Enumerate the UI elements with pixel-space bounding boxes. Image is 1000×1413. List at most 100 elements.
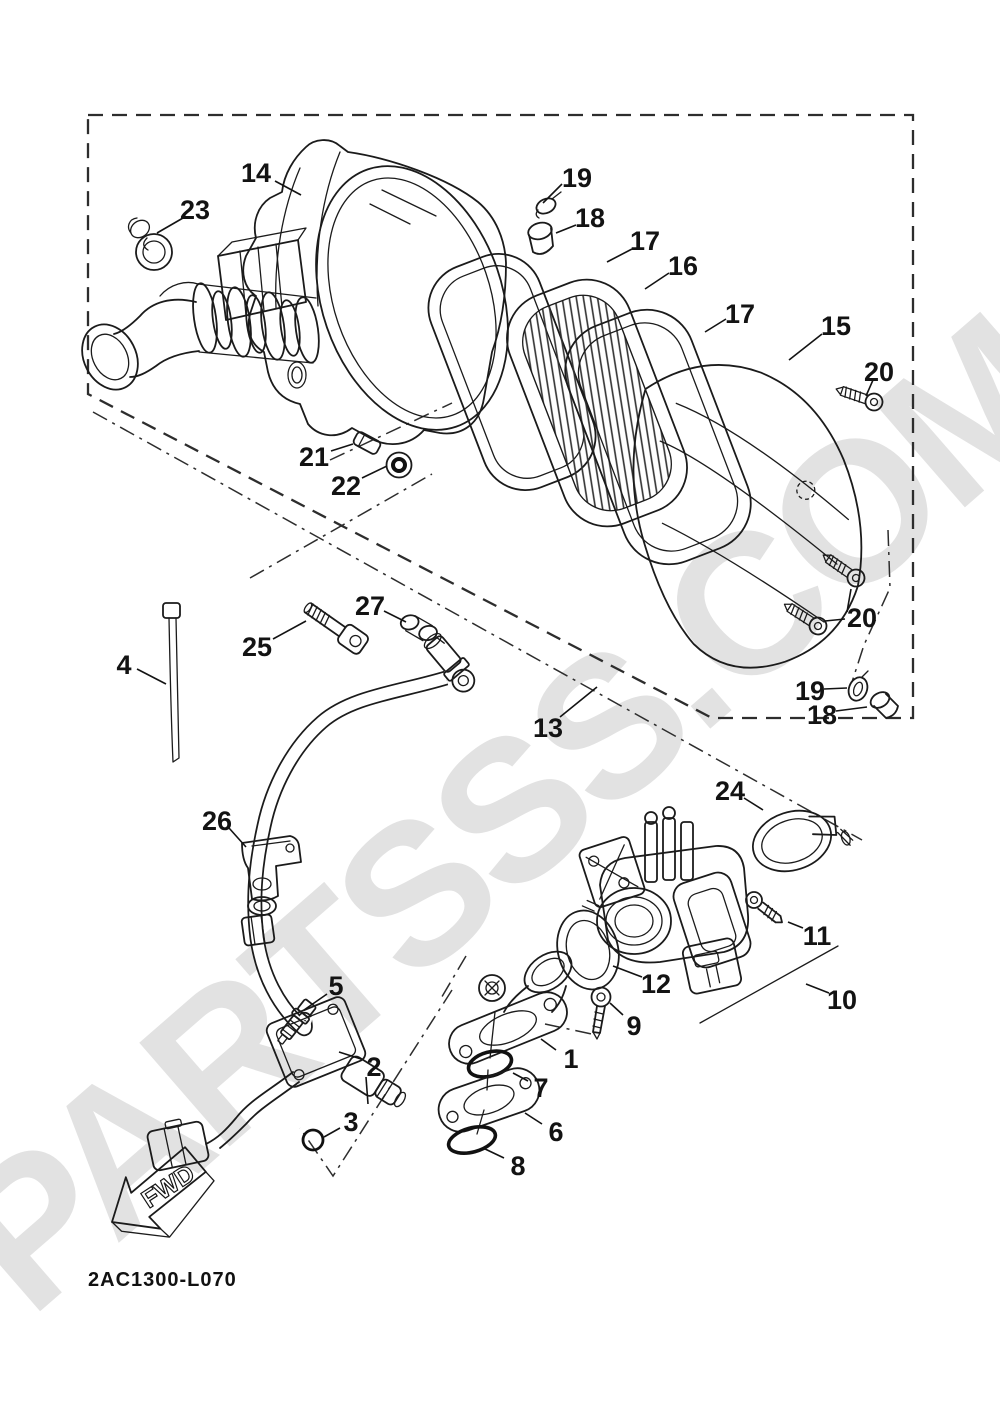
dashed-boundary-box bbox=[86, 113, 915, 720]
leader-line bbox=[835, 706, 868, 712]
callout-19: 19 bbox=[795, 676, 848, 706]
sensor-5 bbox=[277, 998, 317, 1045]
leader-line bbox=[274, 180, 302, 196]
leader-line bbox=[361, 465, 388, 479]
part-number-label: 16 bbox=[668, 251, 698, 281]
leader-line bbox=[136, 668, 167, 685]
part-number-label: 19 bbox=[562, 163, 592, 193]
part-number-label: 12 bbox=[641, 969, 671, 999]
screw-20-mid bbox=[822, 554, 866, 588]
bolt-21 bbox=[352, 431, 382, 455]
callout-9: 9 bbox=[609, 1002, 642, 1041]
leader-line bbox=[555, 224, 577, 234]
part-number-label: 4 bbox=[116, 650, 131, 680]
part-number-label: 20 bbox=[847, 603, 877, 633]
callout-20: 20 bbox=[824, 588, 877, 633]
o-ring-8 bbox=[446, 1125, 498, 1155]
leader-line bbox=[512, 1072, 529, 1082]
air-cleaner-cover-15 bbox=[632, 364, 863, 669]
callout-18: 18 bbox=[807, 700, 868, 730]
leader-line bbox=[559, 686, 598, 718]
o-ring-3 bbox=[301, 1128, 325, 1152]
callout-23: 23 bbox=[156, 195, 210, 234]
leader-line bbox=[228, 827, 247, 848]
gasket-6 bbox=[437, 1067, 541, 1133]
leader-line bbox=[330, 443, 354, 452]
cap-18-bottom bbox=[869, 691, 899, 719]
bolt-25 bbox=[303, 602, 369, 655]
callout-18: 18 bbox=[555, 203, 605, 234]
screw-20-top bbox=[835, 386, 884, 412]
callout-12: 12 bbox=[612, 965, 671, 999]
part-number-label: 9 bbox=[626, 1011, 641, 1041]
callout-19: 19 bbox=[542, 163, 592, 204]
clamp-27 bbox=[399, 614, 445, 644]
callout-26: 26 bbox=[202, 806, 247, 848]
part-number-label: 18 bbox=[575, 203, 605, 233]
seal-17-rear bbox=[564, 308, 752, 566]
leader-line bbox=[787, 921, 804, 929]
leader-line bbox=[865, 379, 874, 397]
diagram-code: 2AC1300-L070 bbox=[88, 1269, 237, 1291]
part-number-label: 15 bbox=[821, 311, 851, 341]
part-number-label: 14 bbox=[241, 158, 271, 188]
leader-line bbox=[303, 993, 328, 1011]
chain-lines bbox=[92, 402, 891, 1178]
part-number-label: 5 bbox=[328, 971, 343, 1001]
clamp-24 bbox=[752, 809, 854, 873]
callout-16: 16 bbox=[644, 251, 698, 290]
leader-line bbox=[156, 217, 184, 234]
callout-15: 15 bbox=[788, 311, 851, 361]
screw-20-low bbox=[783, 603, 828, 636]
part-number-label: 17 bbox=[725, 299, 755, 329]
callout-14: 14 bbox=[241, 158, 302, 196]
leader-line bbox=[788, 333, 823, 361]
part-number-label: 1 bbox=[563, 1044, 578, 1074]
intake-duct-bellows bbox=[81, 281, 320, 391]
callout-17: 17 bbox=[606, 226, 660, 263]
leader-line bbox=[540, 1038, 557, 1051]
screw-9 bbox=[590, 986, 612, 1040]
part-number-label: 17 bbox=[630, 226, 660, 256]
callout-17: 17 bbox=[704, 299, 755, 333]
part-number-label: 20 bbox=[864, 357, 894, 387]
part-number-label: 23 bbox=[180, 195, 210, 225]
leader-line bbox=[365, 1076, 369, 1105]
callout-10: 10 bbox=[805, 983, 857, 1015]
callout-8: 8 bbox=[482, 1147, 526, 1181]
callout-11: 11 bbox=[787, 921, 832, 951]
leader-line bbox=[805, 983, 830, 994]
leader-line bbox=[482, 1147, 505, 1159]
part-number-label: 11 bbox=[803, 921, 832, 951]
leader-line bbox=[823, 687, 848, 690]
clip-19-top bbox=[535, 191, 562, 219]
callout-22: 22 bbox=[331, 465, 388, 501]
part-number-label: 18 bbox=[807, 700, 837, 730]
part-number-label: 13 bbox=[533, 713, 563, 743]
callout-6: 6 bbox=[524, 1112, 564, 1147]
part-number-label: 24 bbox=[715, 776, 745, 806]
injector-assembly-2 bbox=[146, 996, 407, 1172]
tps-block bbox=[578, 836, 646, 908]
cap-18-top bbox=[527, 221, 554, 255]
part-number-label: 3 bbox=[343, 1107, 358, 1137]
callout-25: 25 bbox=[242, 620, 307, 662]
cable-tie-4 bbox=[162, 602, 181, 763]
callout-27: 27 bbox=[355, 591, 407, 623]
part-number-label: 22 bbox=[331, 471, 361, 501]
leader-line bbox=[824, 618, 846, 622]
air-cleaner-case-14 bbox=[217, 139, 509, 445]
part-number-label: 25 bbox=[242, 632, 272, 662]
leader-line bbox=[323, 1127, 341, 1138]
part-number-label: 26 bbox=[202, 806, 232, 836]
leader-line bbox=[704, 318, 727, 333]
air-funnel bbox=[672, 871, 752, 969]
grommet-22 bbox=[385, 451, 413, 479]
part-number-label: 8 bbox=[510, 1151, 525, 1181]
callout-3: 3 bbox=[323, 1107, 359, 1138]
part-number-label: 10 bbox=[827, 985, 857, 1015]
leader-line bbox=[272, 620, 307, 640]
part-number-label: 27 bbox=[355, 591, 385, 621]
